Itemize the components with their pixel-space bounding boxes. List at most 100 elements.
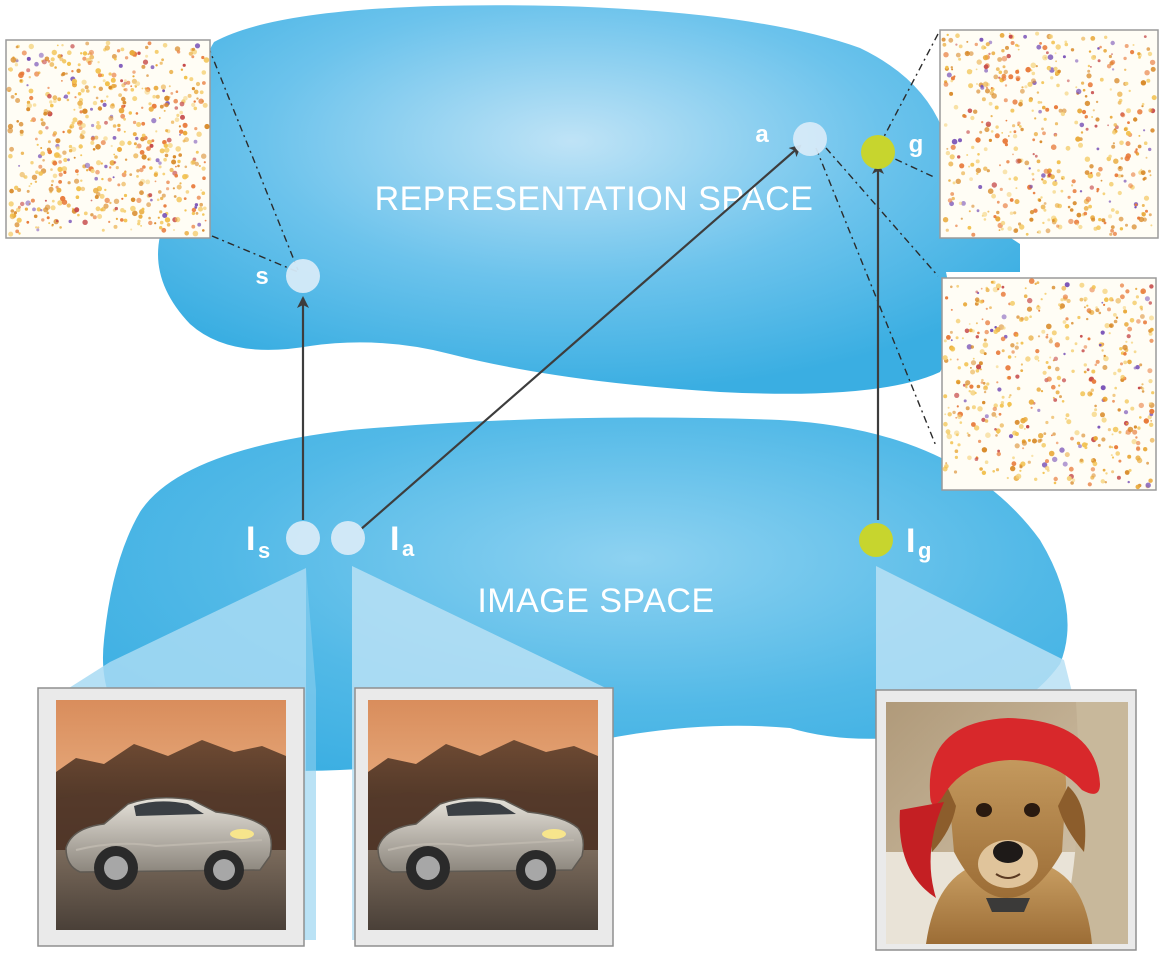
activation-dot bbox=[89, 54, 95, 60]
activation-dot bbox=[1086, 368, 1090, 372]
activation-dot bbox=[162, 43, 168, 48]
activation-dot bbox=[180, 68, 184, 71]
activation-dot bbox=[1112, 142, 1115, 145]
activation-dot bbox=[1040, 390, 1044, 393]
activation-dot bbox=[54, 66, 57, 69]
activation-dot bbox=[117, 147, 122, 152]
activation-dot bbox=[101, 228, 105, 232]
activation-dot bbox=[194, 206, 197, 209]
activation-dot bbox=[80, 186, 86, 192]
activation-dot bbox=[19, 79, 23, 82]
activation-dot bbox=[1126, 422, 1128, 425]
activation-dot bbox=[159, 148, 165, 154]
activation-dot bbox=[14, 185, 19, 190]
activation-dot bbox=[1015, 75, 1021, 81]
activation-dot bbox=[7, 123, 14, 129]
activation-dot bbox=[982, 400, 986, 405]
node-I-g-subscript: g bbox=[918, 538, 931, 563]
activation-dot bbox=[1141, 212, 1146, 217]
activation-dot bbox=[116, 49, 121, 53]
activation-dot bbox=[1125, 130, 1131, 136]
activation-dot bbox=[1021, 440, 1027, 446]
activation-dot bbox=[1017, 121, 1021, 125]
activation-dot bbox=[1139, 363, 1143, 367]
activation-dot bbox=[137, 51, 141, 55]
activation-dot bbox=[26, 68, 31, 73]
activation-dot bbox=[1070, 48, 1075, 52]
activation-dot bbox=[1089, 392, 1093, 396]
activation-dot bbox=[124, 79, 127, 83]
activation-dot bbox=[154, 180, 157, 183]
activation-dot bbox=[6, 86, 12, 92]
activation-dot bbox=[1143, 129, 1146, 132]
activation-dot bbox=[95, 96, 99, 100]
activation-dot bbox=[1084, 170, 1090, 176]
activation-dot bbox=[119, 140, 125, 146]
activation-dot bbox=[49, 62, 55, 67]
activation-dot bbox=[1118, 98, 1123, 103]
activation-dot bbox=[1047, 218, 1051, 222]
activation-dot bbox=[1055, 366, 1060, 372]
activation-dot bbox=[976, 172, 979, 175]
activation-dot bbox=[71, 70, 74, 73]
activation-dot bbox=[955, 43, 958, 46]
activation-dot bbox=[1130, 341, 1134, 344]
activation-dot bbox=[1126, 334, 1131, 339]
activation-dot bbox=[26, 103, 32, 109]
activation-dot bbox=[1124, 399, 1130, 404]
activation-dot bbox=[112, 136, 117, 140]
activation-dot bbox=[1143, 447, 1148, 452]
activation-dot bbox=[85, 114, 89, 119]
activation-dot bbox=[1031, 71, 1036, 76]
activation-dot bbox=[1027, 297, 1033, 304]
activation-dot bbox=[985, 86, 989, 89]
activation-dot bbox=[1037, 335, 1041, 338]
activation-dot bbox=[1024, 287, 1027, 290]
activation-dot bbox=[1102, 468, 1106, 472]
activation-dot bbox=[1040, 204, 1046, 210]
activation-dot bbox=[1000, 401, 1005, 405]
activation-dot bbox=[120, 208, 125, 213]
node-s-label: s bbox=[255, 263, 268, 290]
activation-dot bbox=[1041, 443, 1046, 448]
activation-dot bbox=[1145, 156, 1148, 159]
activation-dot bbox=[1008, 396, 1011, 399]
activation-dot bbox=[113, 161, 117, 164]
activation-dot bbox=[80, 154, 83, 157]
activation-dot bbox=[1048, 339, 1053, 344]
activation-dot bbox=[158, 117, 161, 119]
activation-dot bbox=[1138, 402, 1145, 409]
activation-dot bbox=[946, 33, 949, 37]
activation-dot bbox=[1035, 349, 1040, 354]
activation-dot bbox=[981, 447, 988, 453]
activation-dot bbox=[1120, 362, 1123, 366]
activation-dot bbox=[1123, 179, 1127, 183]
activation-dot bbox=[1029, 184, 1033, 189]
activation-dot bbox=[997, 288, 1000, 291]
activation-dot bbox=[1109, 88, 1113, 91]
activation-dot bbox=[1124, 470, 1130, 475]
activation-dot bbox=[983, 166, 988, 171]
activation-dot bbox=[71, 146, 77, 152]
activation-dot bbox=[998, 412, 1002, 416]
activation-dot bbox=[1100, 479, 1106, 484]
activation-dot bbox=[1140, 168, 1143, 171]
activation-dot bbox=[124, 158, 128, 161]
activation-dot bbox=[153, 85, 159, 91]
activation-dot bbox=[1018, 317, 1024, 322]
activation-dot bbox=[1034, 154, 1038, 158]
activation-dot bbox=[140, 225, 143, 227]
activation-dot bbox=[141, 64, 146, 69]
activation-dot bbox=[952, 410, 956, 415]
activation-dot bbox=[1010, 465, 1016, 472]
activation-dot bbox=[15, 207, 21, 213]
activation-dot bbox=[1148, 379, 1153, 384]
activation-dot bbox=[1140, 314, 1145, 319]
activation-dot bbox=[970, 345, 974, 349]
activation-dot bbox=[1135, 148, 1138, 151]
activation-dot bbox=[1027, 438, 1031, 442]
activation-dot bbox=[1001, 314, 1007, 320]
activation-dot bbox=[954, 455, 959, 459]
activation-dot bbox=[1033, 132, 1038, 137]
activation-dot bbox=[1001, 49, 1005, 53]
